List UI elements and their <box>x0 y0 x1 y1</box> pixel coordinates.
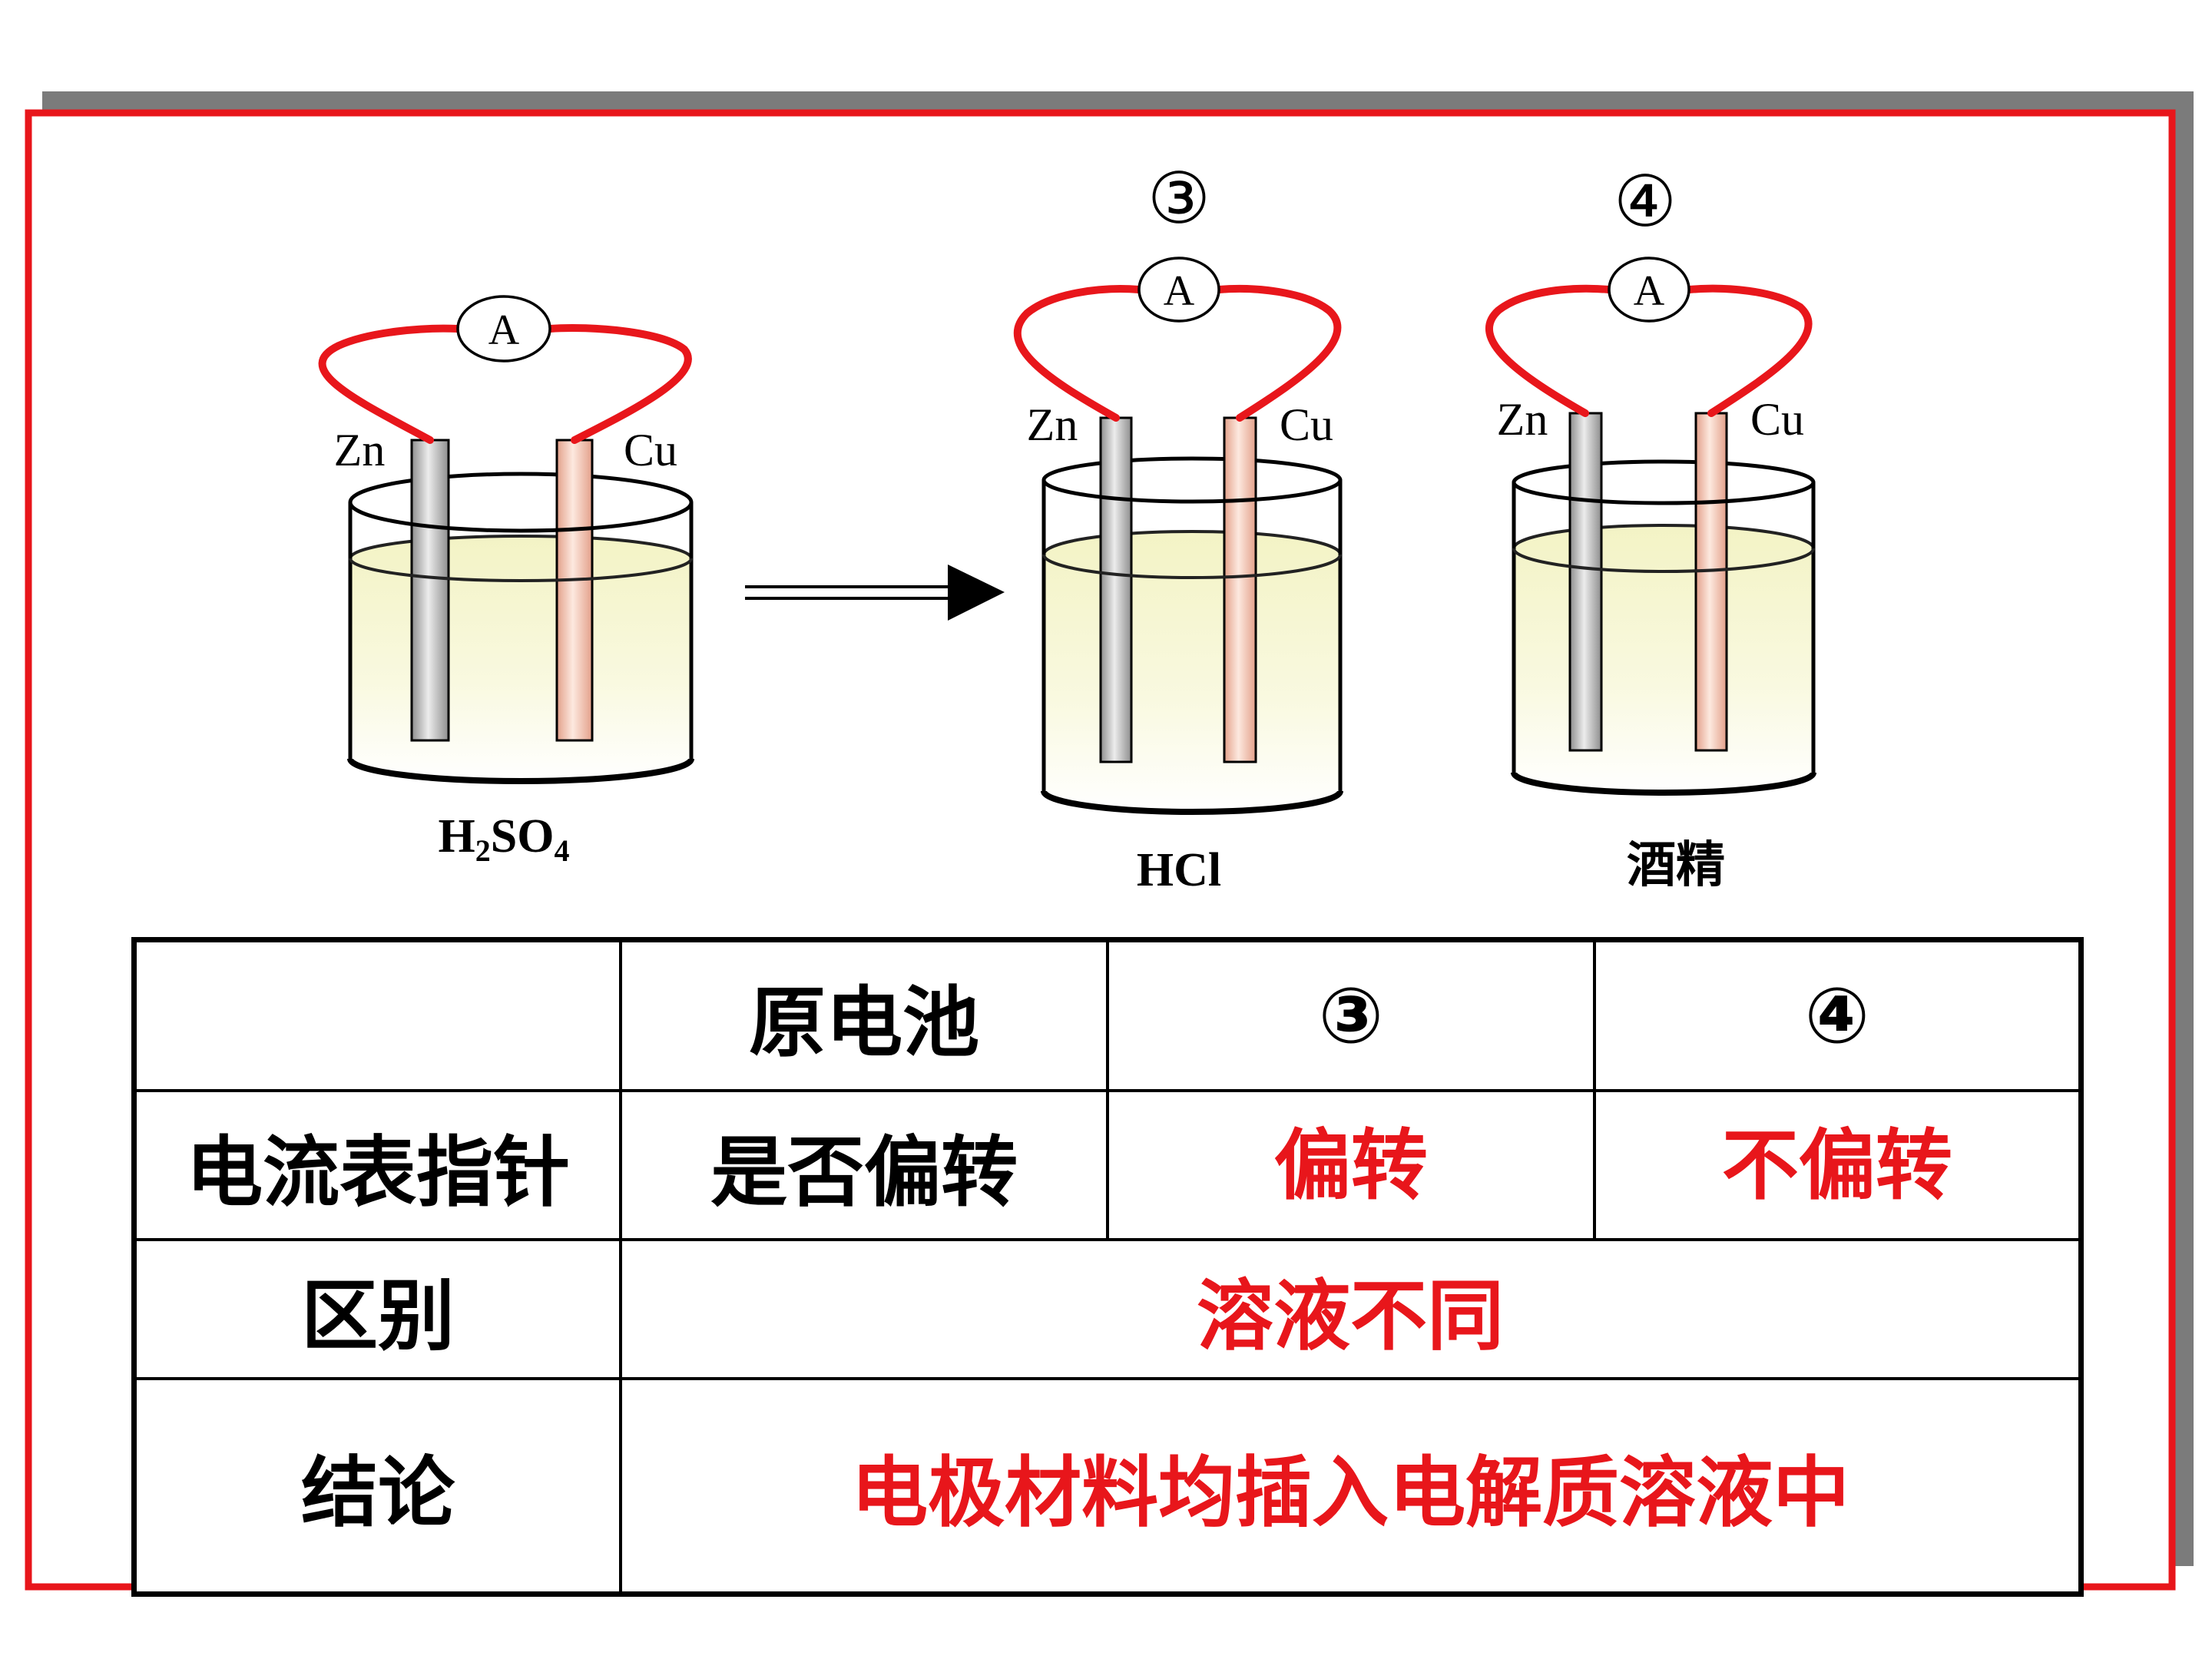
beaker-rim-front <box>1041 479 1343 504</box>
copper-label: Cu <box>1750 394 1804 445</box>
ammeter-body <box>456 295 551 363</box>
formula-part: H <box>439 810 475 863</box>
copper-electrode <box>555 439 594 742</box>
cell-number-label: ③ <box>1147 157 1210 240</box>
zinc-electrode <box>1099 416 1133 763</box>
beaker-rim-back <box>1512 459 1816 483</box>
row-label-difference: 区别 <box>132 1238 623 1380</box>
wire-copper-to-ammeter <box>546 324 692 444</box>
solution-surface-back <box>349 535 693 559</box>
ammeter-body <box>1137 257 1220 323</box>
wire-copper-to-ammeter <box>1215 284 1342 422</box>
zinc-label: Zn <box>334 425 386 475</box>
table-row: 电流表指针 是否偏转 偏转 不偏转 <box>132 1089 2083 1241</box>
zinc-label: Zn <box>1497 394 1548 445</box>
formula-subscript: 4 <box>554 833 569 868</box>
table-row: 区别 溶液不同 <box>132 1238 2083 1380</box>
solution-surface-front <box>1512 548 1815 573</box>
row-label-ammeter-needle: 电流表指针 <box>132 1089 623 1241</box>
cell-number-label: ④ <box>1614 161 1677 243</box>
zinc-label: Zn <box>1027 399 1078 450</box>
ammeter-body <box>1608 257 1690 323</box>
zinc-electrode <box>410 439 450 742</box>
formula-part: SO <box>491 810 555 863</box>
cell-deflects: 偏转 <box>1106 1089 1596 1241</box>
copper-electrode <box>1694 412 1728 752</box>
beaker-rim-front <box>348 502 694 533</box>
ammeter-icon: A <box>456 295 551 363</box>
right-arrow-icon <box>745 565 1005 621</box>
solution-surface-front <box>349 558 693 582</box>
table-row: 结论 电极材料均插入电解质溶液中 <box>132 1377 2083 1596</box>
beaker-rim-back <box>348 472 694 503</box>
copper-label: Cu <box>624 425 677 475</box>
galvanic-cell-h2so4: A Zn Cu H2SO4 <box>318 295 694 868</box>
table-header-cell-4: ④ <box>1592 938 2083 1092</box>
solution-surface-back <box>1042 530 1342 555</box>
copper-electrode <box>1223 416 1257 763</box>
table-corner-cell <box>132 938 623 1092</box>
galvanic-cell-alcohol: ④ A Zn Cu 酒精 <box>1485 161 1816 894</box>
ammeter-label: A <box>488 306 520 354</box>
table-header-galvanic-cell: 原电池 <box>619 938 1109 1092</box>
ammeter-label: A <box>1634 267 1665 315</box>
beaker-rim-front <box>1512 482 1816 505</box>
ammeter-label: A <box>1164 267 1195 315</box>
wire-zinc-to-ammeter <box>1013 285 1143 422</box>
comparison-table: 原电池 ③ ④ 电流表指针 是否偏转 偏转 不偏转 区别 溶液不同 结论 电极材… <box>131 937 2084 1597</box>
table-header-cell-3: ③ <box>1106 938 1596 1092</box>
copper-label: Cu <box>1280 399 1333 450</box>
cell-conclusion-answer: 电极材料均插入电解质溶液中 <box>619 1377 2083 1596</box>
beaker-base <box>347 758 694 784</box>
wire-copper-to-ammeter <box>1685 284 1813 417</box>
arrow-head <box>948 565 1005 621</box>
formula-subscript: 2 <box>475 833 491 868</box>
ammeter-icon: A <box>1137 257 1220 323</box>
row-label-conclusion: 结论 <box>132 1377 623 1596</box>
beaker-base <box>1041 790 1343 815</box>
zinc-electrode <box>1568 412 1603 752</box>
ammeter-icon: A <box>1608 257 1690 323</box>
solution-fill <box>1044 531 1340 812</box>
wire-zinc-to-ammeter <box>318 324 462 444</box>
solution-surface-front <box>1042 554 1342 579</box>
table-header-row: 原电池 ③ ④ <box>132 938 2083 1092</box>
beaker-rim-back <box>1041 456 1343 481</box>
wire-zinc-to-ammeter <box>1485 284 1613 417</box>
cell-difference-answer: 溶液不同 <box>619 1238 2083 1380</box>
cell-no-deflection: 不偏转 <box>1592 1089 2083 1241</box>
galvanic-cell-hcl: ③ A Zn Cu HCl <box>1013 157 1343 896</box>
cell-deflection-question: 是否偏转 <box>619 1089 1109 1241</box>
beaker-base <box>1511 772 1816 796</box>
solution-label: H2SO4 <box>439 810 570 868</box>
solution-surface-back <box>1512 524 1815 549</box>
solution-label: 酒精 <box>1627 836 1725 894</box>
solution-label: HCl <box>1137 844 1221 896</box>
